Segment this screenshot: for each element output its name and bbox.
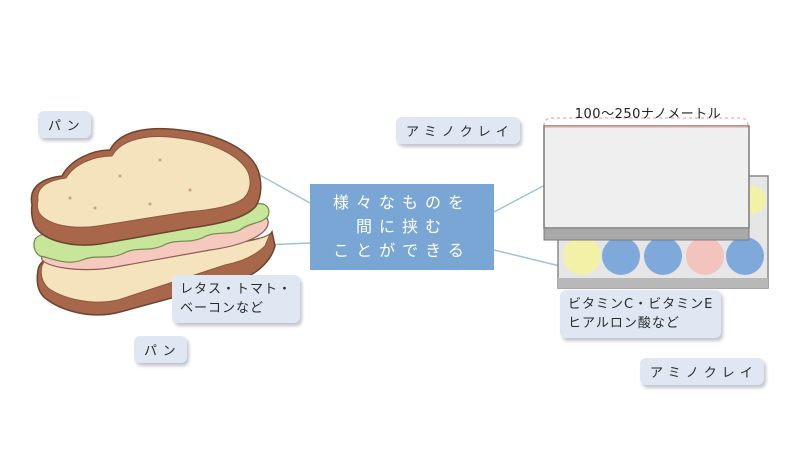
- callout-filling-line-2: ベーコンなど: [180, 301, 265, 316]
- callout-filling-line-1: レタス・トマト・: [180, 282, 293, 297]
- bread-hole: [148, 202, 152, 206]
- spacing-label: 100〜250ナノメートル: [574, 107, 722, 122]
- sandwich-illustration: [30, 127, 276, 316]
- callout-bread-top-text: パン: [48, 119, 85, 134]
- clay-illustration: [543, 117, 769, 289]
- center-line-3: ことができる: [333, 241, 471, 260]
- callout-clay-bottom: アミノクレイ: [640, 358, 764, 385]
- bread-hole: [158, 158, 162, 162]
- clay-top-layer: [543, 125, 750, 229]
- callout-bread-top: パン: [38, 111, 91, 138]
- ingredient-dot-blue: [644, 237, 682, 275]
- bread-hole: [93, 206, 97, 210]
- ingredient-dot-blue: [602, 237, 640, 275]
- clay-top-layer-edge: [543, 227, 750, 241]
- connector-clay-top: [493, 184, 546, 213]
- callout-ingredients: ビタミンC・ビタミンE ヒアルロン酸など: [560, 290, 722, 338]
- center-line-2: 間に挟む: [355, 217, 448, 236]
- connector-clay-bottom: [493, 249, 569, 269]
- ingredient-dot-blue: [726, 237, 764, 275]
- ingredient-dot-pink: [686, 237, 724, 275]
- clay-bottom-layer-edge: [558, 278, 768, 288]
- bread-hole: [118, 174, 122, 178]
- callout-bread-bottom: パン: [134, 336, 187, 363]
- callout-clay-top-text: アミノクレイ: [406, 125, 514, 140]
- sandwich-top-bread: [36, 136, 251, 228]
- callout-bread-bottom-text: パン: [144, 344, 181, 359]
- center-description-box: 様々なものを 間に挟む ことができる: [310, 184, 494, 270]
- center-line-1: 様々なものを: [332, 193, 471, 212]
- bread-hole: [188, 188, 192, 192]
- bread-hole: [68, 196, 72, 200]
- sandwich-bread-holes: [68, 158, 192, 210]
- callout-filling: レタス・トマト・ ベーコンなど: [172, 275, 301, 323]
- callout-clay-top: アミノクレイ: [396, 117, 520, 144]
- callout-clay-bottom-text: アミノクレイ: [650, 366, 758, 381]
- callout-ingredients-line-2: ヒアルロン酸など: [568, 316, 680, 331]
- callout-ingredients-line-1: ビタミンC・ビタミンE: [568, 297, 714, 312]
- ingredient-dot-yellow: [563, 237, 601, 275]
